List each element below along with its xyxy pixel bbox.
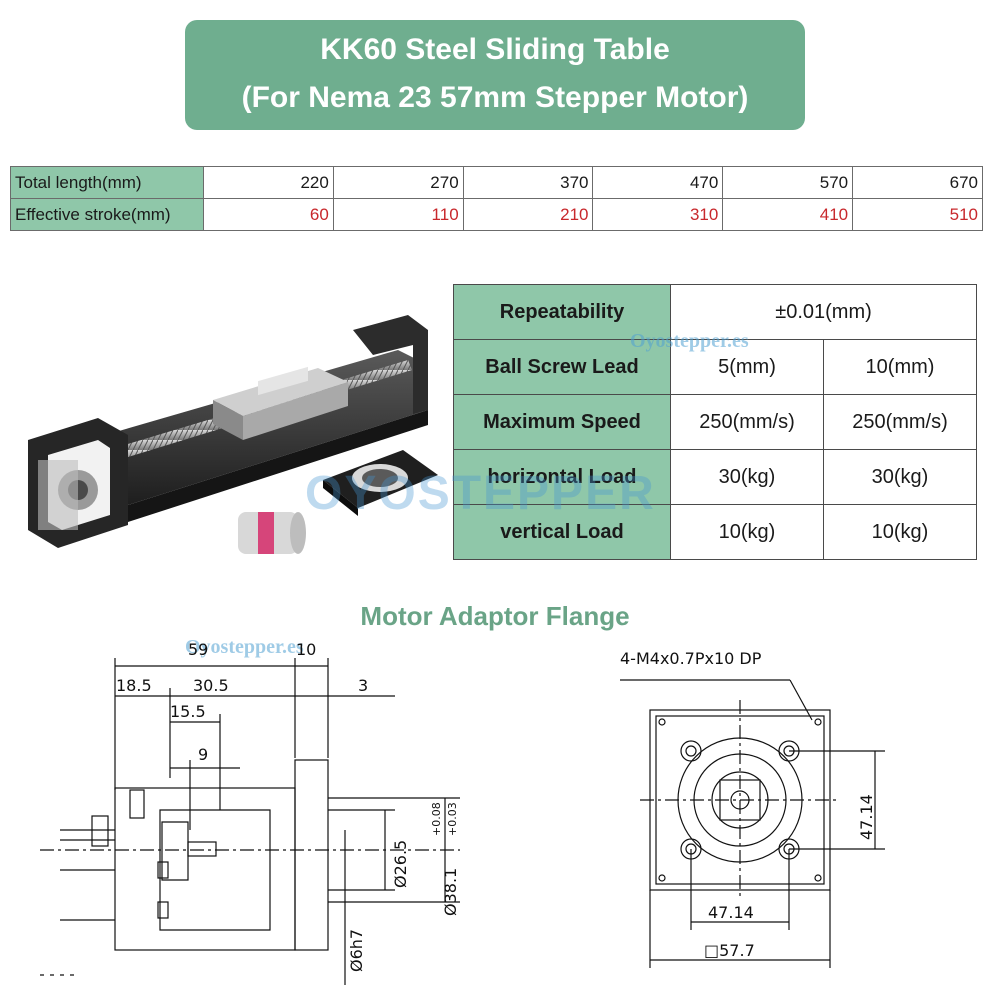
table-cell: 410: [722, 198, 854, 231]
dim-47-14-horizontal: 47.14: [708, 903, 754, 922]
watermark-text: Oyostepper.es: [630, 330, 749, 352]
dim-3: 3: [358, 676, 368, 695]
dim-tolerance-upper: +0.08: [430, 802, 443, 836]
table-row: horizontal Load 30(kg) 30(kg): [453, 449, 977, 505]
table-row: Ball Screw Lead 5(mm) 10(mm): [453, 339, 977, 395]
dim-tolerance-lower: +0.03: [446, 802, 459, 836]
table-cell: ±0.01(mm): [670, 284, 977, 340]
side-view-dimensions: 59 10 18.5 30.5 3 15.5 9 Ø26.5 Ø38.1 +0.…: [116, 640, 460, 972]
table-cell: 570: [722, 166, 854, 199]
table-row: Effective stroke(mm) 60 110 210 310 410 …: [10, 198, 983, 231]
table-cell: 30(kg): [823, 449, 977, 505]
table-cell: 5(mm): [670, 339, 824, 395]
table-cell: 30(kg): [670, 449, 824, 505]
dim-9: 9: [198, 745, 208, 764]
sliding-table-product-image: [28, 315, 438, 554]
table-cell: 250(mm/s): [823, 394, 977, 450]
parameters-table: Repeatability ±0.01(mm) Ball Screw Lead …: [453, 284, 977, 560]
row-header-total-length: Total length(mm): [10, 166, 204, 199]
front-view-dimensions: 4-M4x0.7Px10 DP 47.14 47.14 □57.7: [620, 649, 876, 960]
param-label-maximum-speed: Maximum Speed: [453, 394, 671, 450]
param-label-vertical-load: vertical Load: [453, 504, 671, 560]
param-label-repeatability: Repeatability: [453, 284, 671, 340]
param-label-ball-screw-lead: Ball Screw Lead: [453, 339, 671, 395]
watermark-logo: OYOSTEPPER: [305, 467, 656, 520]
dim-square-57-7: □57.7: [704, 941, 755, 960]
dim-dia-38-1: Ø38.1: [441, 868, 460, 916]
table-row: Total length(mm) 220 270 370 470 570 670: [10, 166, 983, 199]
table-cell: 270: [332, 166, 464, 199]
flange-front-view: [620, 679, 885, 968]
table-cell: 220: [203, 166, 334, 199]
table-cell: 510: [852, 198, 983, 231]
dim-dia-26-5: Ø26.5: [391, 840, 410, 888]
dim-18-5: 18.5: [116, 676, 152, 695]
dim-holes-callout: 4-M4x0.7Px10 DP: [620, 649, 762, 668]
table-cell: 250(mm/s): [670, 394, 824, 450]
param-label-horizontal-load: horizontal Load: [453, 449, 671, 505]
length-stroke-table: Total length(mm) 220 270 370 470 570 670…: [10, 166, 983, 231]
title-line-1: KK60 Steel Sliding Table: [320, 33, 670, 66]
row-header-effective-stroke: Effective stroke(mm): [10, 198, 204, 231]
table-row: Repeatability ±0.01(mm): [453, 284, 977, 340]
table-cell: 670: [852, 166, 983, 199]
table-cell: 310: [592, 198, 724, 231]
table-cell: 10(mm): [823, 339, 977, 395]
dim-10: 10: [296, 640, 316, 659]
table-cell: 210: [462, 198, 594, 231]
flange-title: Motor Adaptor Flange: [360, 601, 630, 631]
table-cell: 10(kg): [670, 504, 824, 560]
table-cell: 110: [332, 198, 464, 231]
title-banner: KK60 Steel Sliding Table (For Nema 23 57…: [185, 20, 805, 130]
table-row: Maximum Speed 250(mm/s) 250(mm/s): [453, 394, 977, 450]
dim-47-14-vertical: 47.14: [857, 794, 876, 840]
table-cell: 60: [203, 198, 334, 231]
table-cell: 10(kg): [823, 504, 977, 560]
dim-15-5: 15.5: [170, 702, 206, 721]
dim-59: 59: [188, 640, 208, 659]
table-cell: 470: [592, 166, 724, 199]
flange-side-view: [40, 658, 460, 985]
dim-dia-6h7: Ø6h7: [347, 929, 366, 972]
watermark-text: Oyostepper.es: [185, 636, 304, 658]
title-line-2: (For Nema 23 57mm Stepper Motor): [241, 81, 749, 114]
dim-30-5: 30.5: [193, 676, 229, 695]
table-cell: 370: [462, 166, 594, 199]
table-row: vertical Load 10(kg) 10(kg): [453, 504, 977, 560]
flange-technical-drawing: 59 10 18.5 30.5 3 15.5 9 Ø26.5 Ø38.1 +0.…: [40, 640, 885, 985]
